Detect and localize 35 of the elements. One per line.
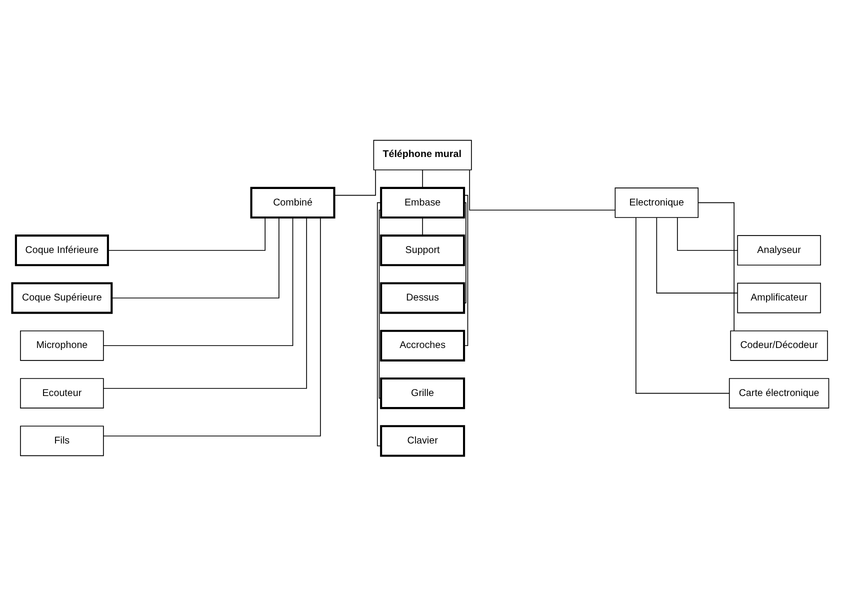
node-box: Fils	[20, 426, 104, 456]
node-box: Téléphone mural	[373, 140, 472, 170]
node-box: Dessus	[380, 282, 466, 314]
connector	[376, 202, 382, 446]
connector	[103, 217, 294, 346]
node-box: Accroches	[380, 330, 466, 362]
connector	[103, 217, 321, 436]
node-box: Ecouteur	[20, 378, 104, 408]
node-box: Microphone	[20, 330, 104, 361]
node-box: Support	[380, 234, 466, 266]
connector	[698, 202, 734, 332]
node-box: Embase	[380, 186, 466, 219]
node-box: Combiné	[250, 186, 336, 219]
node-box: Clavier	[380, 425, 466, 457]
connector	[469, 170, 616, 211]
connector	[108, 217, 266, 251]
connector	[334, 170, 376, 196]
connector	[464, 194, 468, 346]
connector	[464, 202, 466, 304]
connector	[378, 210, 382, 399]
node-box: Carte électronique	[728, 378, 830, 408]
connector	[111, 217, 280, 298]
connector	[636, 217, 730, 394]
node-box: Amplificateur	[737, 282, 821, 314]
node-box: Analyseur	[737, 235, 821, 266]
node-box: Coque Supérieure	[11, 282, 113, 314]
node-box: Coque Inférieure	[14, 234, 109, 266]
node-box: Codeur/Décodeur	[730, 330, 828, 361]
connector	[103, 217, 307, 389]
connector	[656, 217, 738, 294]
connector	[677, 217, 738, 251]
connector	[422, 169, 423, 188]
connector	[422, 217, 423, 236]
node-box: Electronique	[614, 188, 699, 218]
node-box: Grille	[380, 377, 466, 410]
